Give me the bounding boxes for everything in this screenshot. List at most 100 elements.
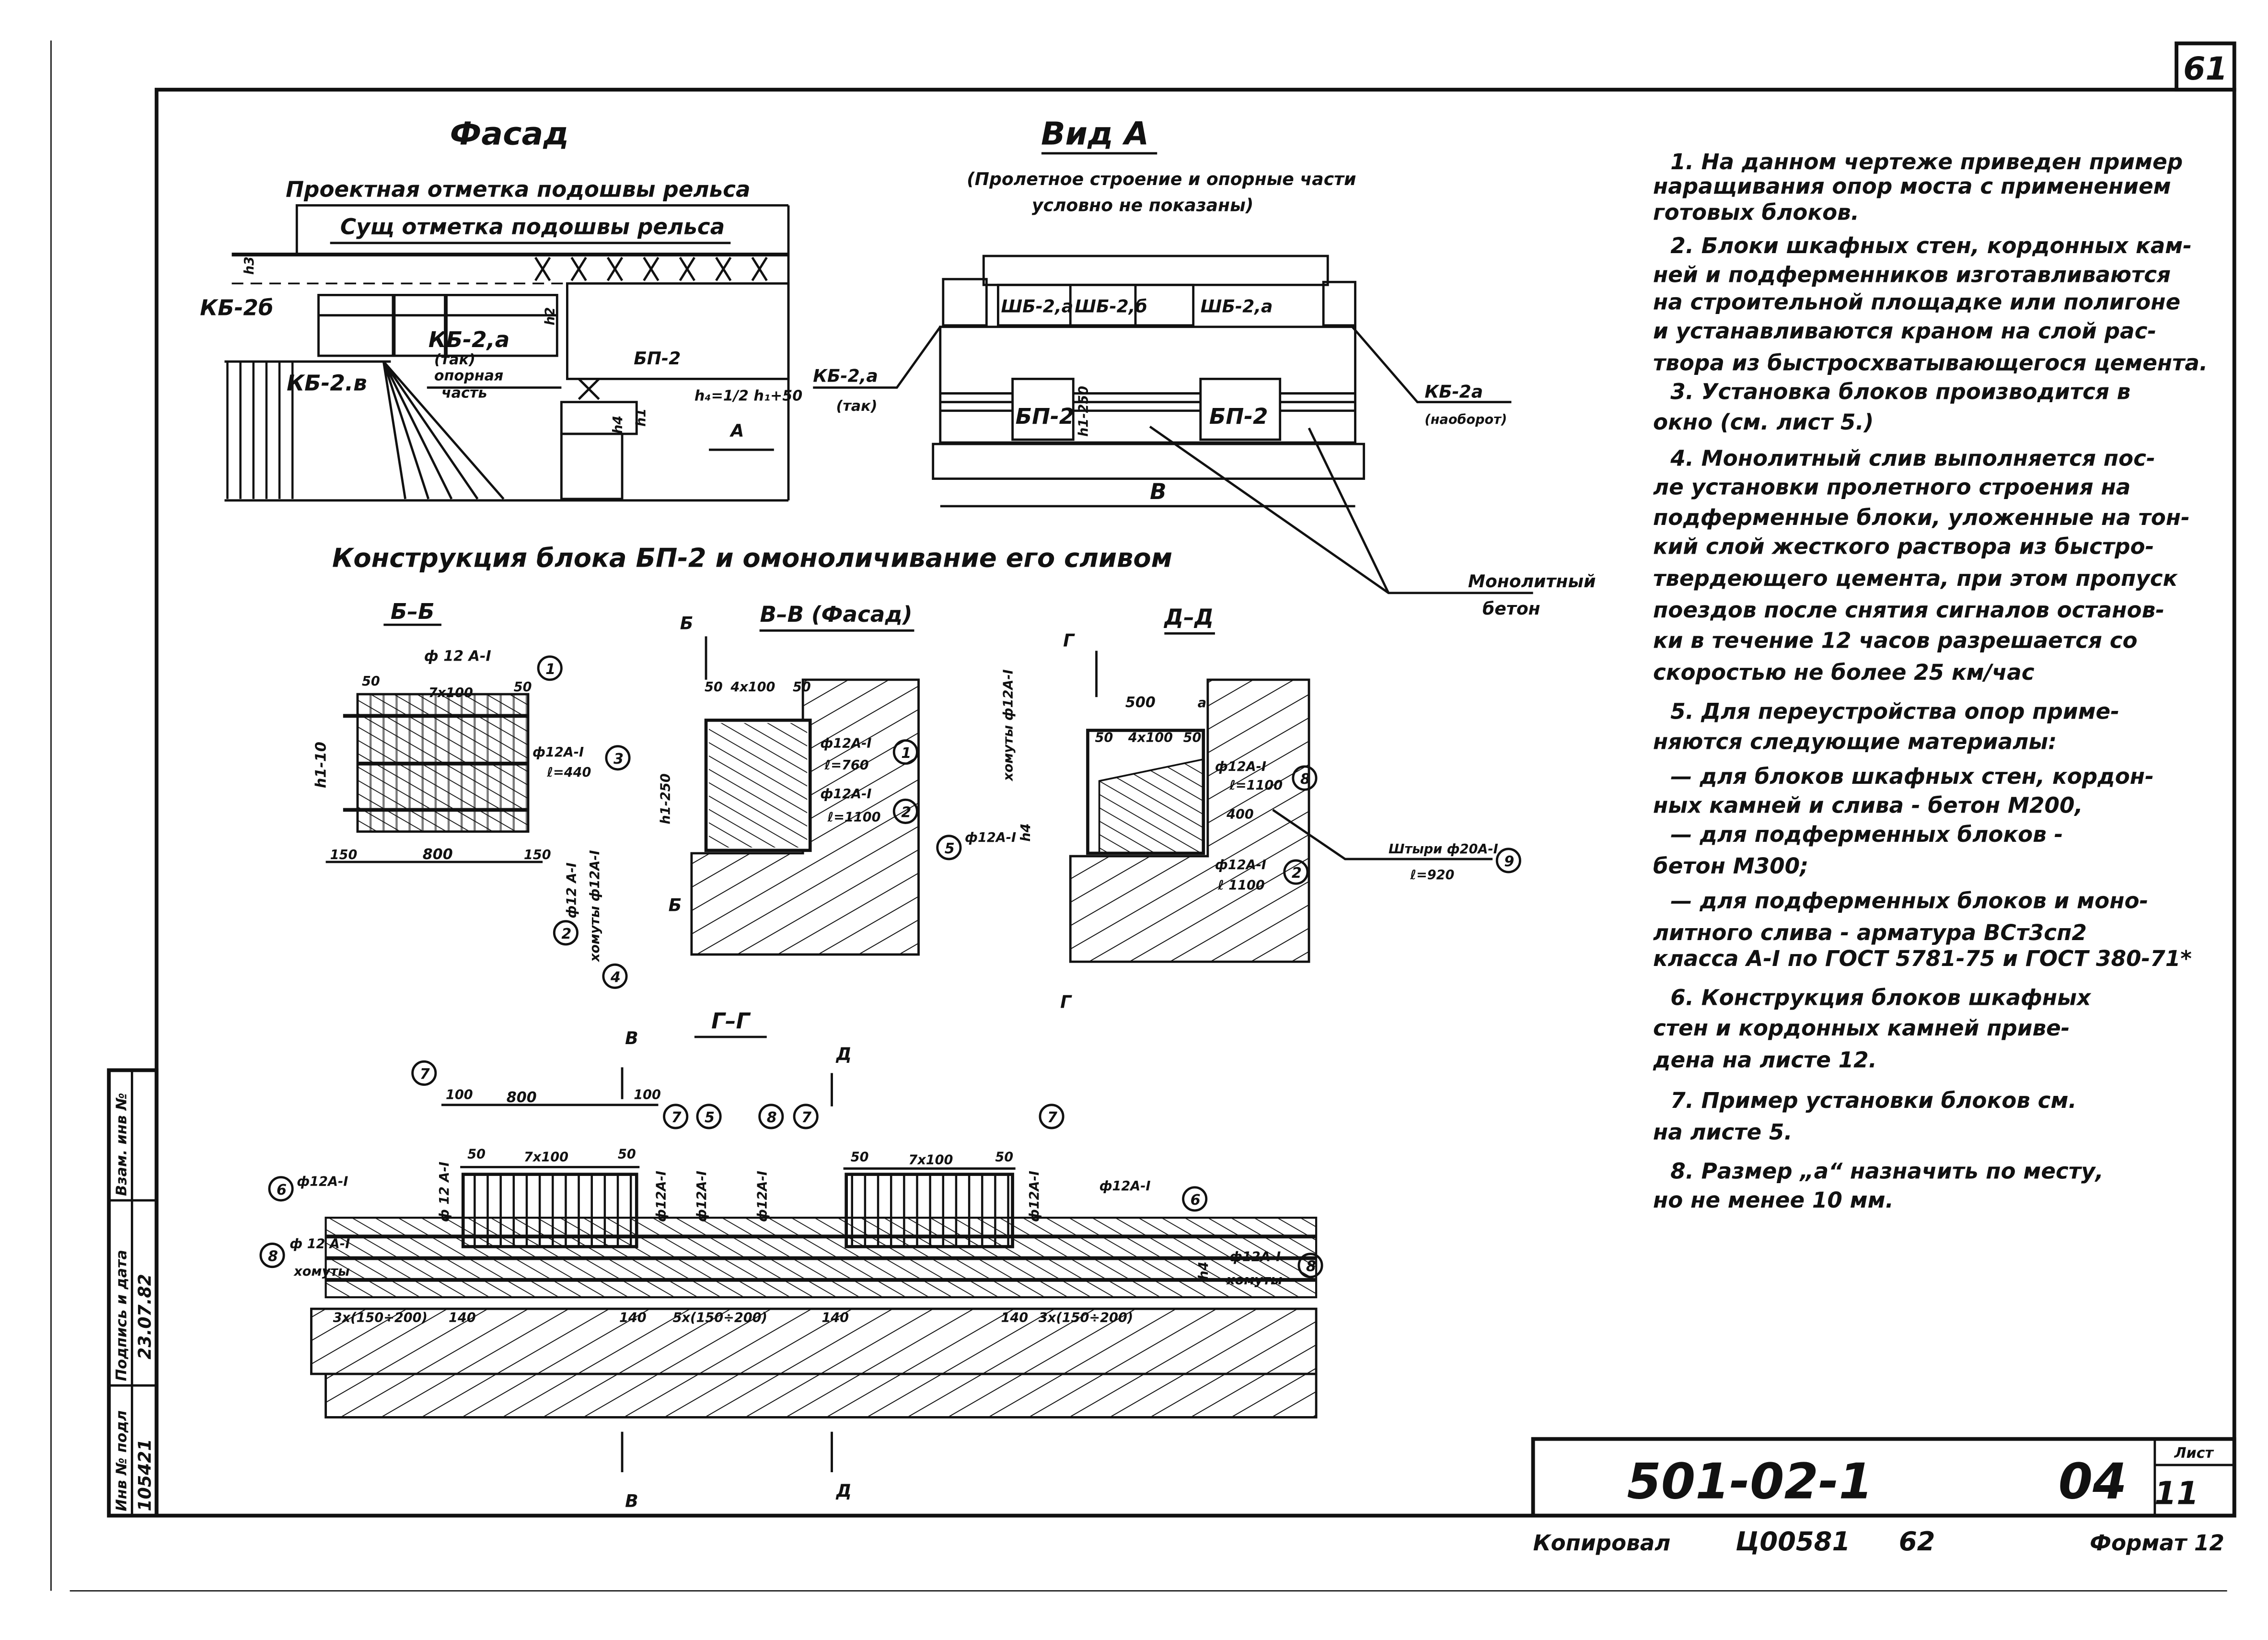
- inv-label: Инв № подл: [113, 1410, 130, 1511]
- note-line: 3. Установка блоков производится в: [1670, 379, 2130, 405]
- truss-ties: [534, 256, 768, 281]
- dd-inner-width: 400: [1226, 807, 1254, 822]
- note-line: 4. Монолитный слив выполняется пос-: [1670, 445, 2155, 471]
- dd-edge-right: 50: [1183, 731, 1202, 745]
- vv-edge-left: 50: [705, 680, 723, 695]
- section-bb: Б–Б ф 12 А-I 1 7х100 50 50 ф12А-I ℓ=440 …: [313, 599, 631, 989]
- view-a-marker: А: [729, 420, 744, 441]
- bb-edge-right: 50: [514, 680, 532, 695]
- gg-stirrups-right-2: хомуты: [1226, 1273, 1282, 1288]
- kb2v-label: КБ-2.в: [287, 371, 367, 396]
- kb-right-note: (наоборот): [1424, 412, 1507, 427]
- kb2a-note: (так): [434, 351, 475, 368]
- view-a-subtitle-2: условно не показаны): [1032, 195, 1253, 215]
- rebar-mark-circle: [758, 1104, 784, 1129]
- note-line: — для подферменных блоков -: [1670, 822, 2063, 847]
- order-extra: 62: [1899, 1526, 1935, 1557]
- note-line: литного слива - арматура ВСт3сп2: [1653, 920, 2087, 945]
- note-line: на строительной площадке или полигоне: [1653, 290, 2180, 315]
- gg-vertical-rebar-5: ф12А-I: [1027, 1171, 1042, 1222]
- gg-dim-140b: 140: [619, 1310, 647, 1325]
- page-number: 61: [2183, 50, 2227, 87]
- bb-mark-2: 2: [561, 926, 571, 942]
- vv-edge-right: 50: [793, 680, 811, 695]
- vv-mark-2: 2: [901, 804, 911, 821]
- facade-title: Фасад: [450, 115, 569, 152]
- note-line: скоростью не более 25 км/час: [1653, 660, 2035, 685]
- bb-offset-left: 150: [330, 848, 358, 862]
- dim-h3: h3: [242, 256, 257, 275]
- dd-mark-8: 8: [1300, 771, 1310, 788]
- note-line: твора из быстросхватывающегося цемента.: [1653, 350, 2208, 375]
- gg-stirrups-right: ф12А-I: [1229, 1250, 1281, 1265]
- gg-dim-140d: 140: [1001, 1310, 1028, 1325]
- sheet-label: Лист: [2174, 1445, 2214, 1462]
- bb-height: h1-10: [313, 742, 330, 788]
- design-level-label: Проектная отметка подошвы рельса: [286, 176, 750, 202]
- vv-rebar-2: ф12А-I: [820, 787, 871, 802]
- note-line: кий слой жесткого раствора из быстро-: [1653, 534, 2154, 559]
- section-vv: В–В (Фасад) Б Б 4х100 50 50 ф12А-I ℓ=760…: [659, 602, 920, 956]
- gg-mark-8-right: 8: [1306, 1258, 1316, 1275]
- bb-rebar-top: ф 12 А-I: [424, 648, 491, 665]
- section-vv-title: В–В (Фасад): [760, 602, 913, 627]
- gg-edge50-a: 50: [467, 1147, 486, 1162]
- bb-rebar-3: ф12А-I: [532, 745, 584, 760]
- note-line: бетон М300;: [1653, 853, 1808, 879]
- dd-width: 500: [1125, 694, 1156, 711]
- construction-title: Конструкция блока БП-2 и омоноличивание …: [332, 543, 1172, 573]
- section-gg: Г–Г В В Д Д 800 100 100 7х100 7х100 50 5…: [259, 1008, 1323, 1511]
- dim-h1-250: h1-250: [1076, 386, 1091, 437]
- existing-level-label: Сущ отметка подошвы рельса: [340, 214, 725, 240]
- view-a-title: Вид А: [1041, 115, 1149, 152]
- dd-cut-marker-bottom: Г: [1060, 992, 1072, 1012]
- formula-label: h₄=1/2 h₁+50: [694, 388, 802, 405]
- note-line: — для подферменных блоков и моно-: [1670, 888, 2148, 914]
- note-line: ки в течение 12 часов разрешается со: [1653, 628, 2138, 653]
- rebar-mark-circle: [1039, 1104, 1065, 1129]
- note-line: на листе 5.: [1653, 1119, 1793, 1145]
- note-line: ле установки пролетного строения на: [1653, 475, 2130, 500]
- rebar-mark-circle: [663, 1104, 689, 1129]
- dd-mark-9: 9: [1504, 853, 1514, 870]
- gg-dim-h4: h4: [1196, 1262, 1211, 1280]
- inv-value: 105421: [135, 1439, 155, 1511]
- shb-label-1: ШБ-2,а: [1001, 296, 1073, 317]
- rebar-mark-circle: [696, 1104, 722, 1129]
- gg-cut-v-bottom: В: [625, 1490, 638, 1511]
- bb-rebar-2: ф12 А-I: [565, 862, 579, 919]
- gg-stirrups-left: ф 12 А-I: [289, 1236, 350, 1251]
- gg-rebar-left: ф12А-I: [297, 1175, 348, 1189]
- dd-mark-2: 2: [1292, 865, 1302, 882]
- dd-rebar-5: ф12А-I: [965, 830, 1016, 845]
- note-line: ных камней и слива - бетон М200,: [1653, 792, 2083, 818]
- note-line: 5. Для переустройства опор приме-: [1670, 698, 2119, 724]
- note-line: 1. На данном чертеже приведен пример: [1670, 149, 2183, 174]
- bb-length-3: ℓ=440: [546, 765, 591, 780]
- note-line: но не менее 10 мм.: [1653, 1187, 1894, 1213]
- bb-mark-3: 3: [613, 751, 624, 768]
- note-line: — для блоков шкафных стен, кордон-: [1670, 764, 2154, 789]
- dd-pins-length: ℓ=920: [1410, 868, 1454, 883]
- note-line: дена на листе 12.: [1653, 1047, 1877, 1072]
- dim-h1: h1: [634, 408, 648, 427]
- monolith-label-1: Монолитный: [1468, 571, 1596, 592]
- document-code: 501-02-1: [1627, 1453, 1873, 1510]
- vv-cut-marker-top: Б: [680, 613, 694, 633]
- width-dim-b: В: [1150, 479, 1167, 504]
- gg-edge50-d: 50: [995, 1150, 1013, 1164]
- bb-spacing: 7х100: [428, 686, 473, 700]
- vv-mark-1: 1: [901, 745, 911, 762]
- kb-left-note: (так): [836, 398, 878, 415]
- gg-cut-d-top: Д: [836, 1044, 852, 1064]
- sheet-frame: 61: [50, 40, 2236, 1592]
- dd-rebar-2: ф12А-I: [1215, 858, 1266, 872]
- gg-dim-right: 3х(150÷200): [1039, 1310, 1133, 1325]
- rebar-mark: 7: [420, 1066, 430, 1082]
- view-a-subtitle-1: (Пролетное строение и опорные части: [967, 169, 1356, 189]
- gg-edge50-b: 50: [618, 1147, 636, 1162]
- gg-spacing-right: 7х100: [908, 1152, 953, 1167]
- dd-rebar-8: ф12А-I: [1215, 759, 1266, 774]
- gg-edge50-c: 50: [851, 1150, 869, 1164]
